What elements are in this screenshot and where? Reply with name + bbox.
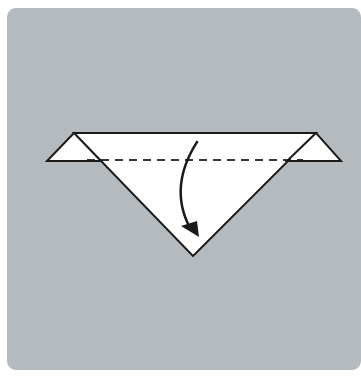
origami-step-card xyxy=(7,8,361,370)
origami-step-diagram xyxy=(7,8,361,370)
